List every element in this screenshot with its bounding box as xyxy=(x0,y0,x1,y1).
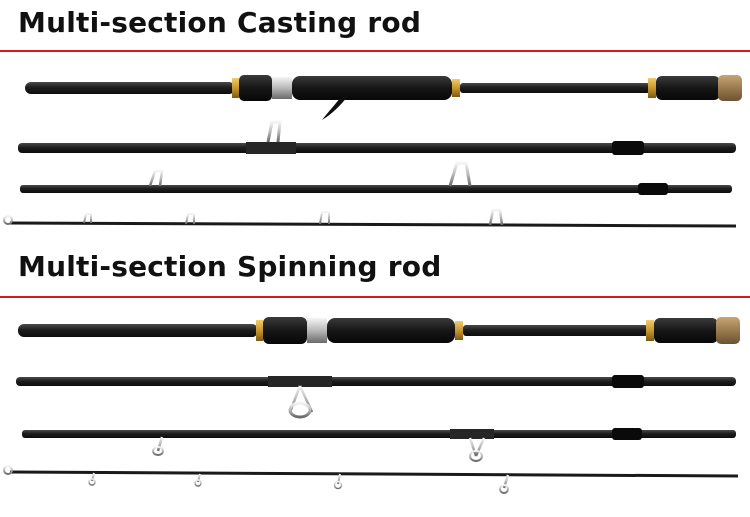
spinning-handle-section xyxy=(18,317,740,344)
spinning-divider xyxy=(0,296,750,298)
spinning-third-section xyxy=(22,428,736,462)
casting-mid-section xyxy=(18,120,736,155)
casting-third-section xyxy=(20,161,732,195)
spinning-mid-section xyxy=(16,375,736,419)
casting-tip-section xyxy=(3,208,737,228)
casting-section-title: Multi-section Casting rod xyxy=(18,6,422,39)
spinning-tip-section xyxy=(3,465,739,494)
casting-rod xyxy=(3,75,742,228)
casting-handle-section xyxy=(25,75,742,120)
spinning-rod xyxy=(3,317,740,494)
spinning-section-title: Multi-section Spinning rod xyxy=(18,250,442,283)
casting-divider xyxy=(0,50,750,52)
